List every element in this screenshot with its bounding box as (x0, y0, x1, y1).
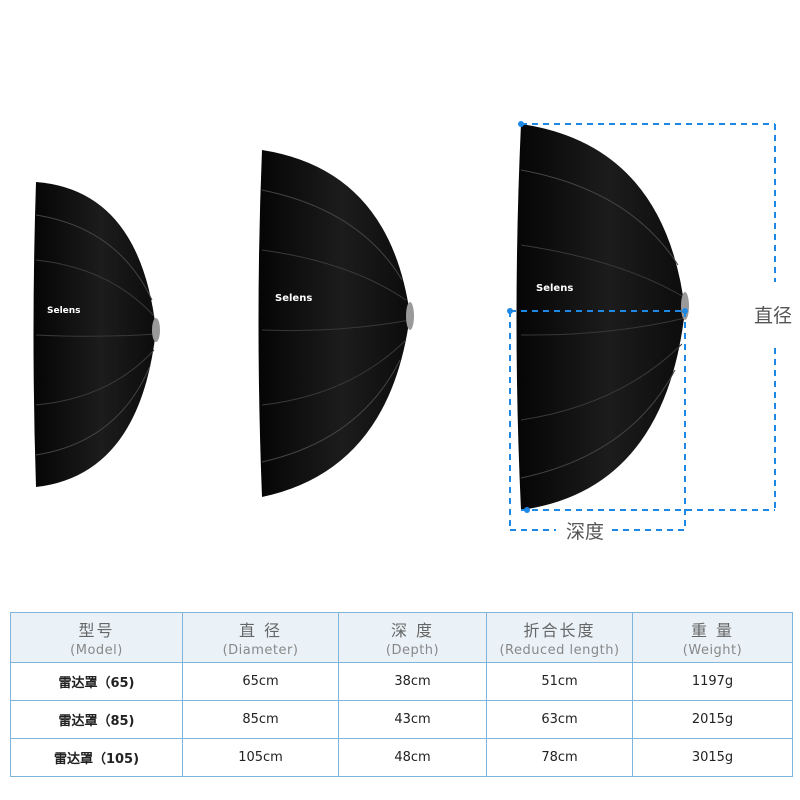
depth-label: 深度 (566, 521, 604, 543)
brand-logo-85: Selens (275, 293, 312, 304)
header-reduced-cn: 折合长度 (523, 621, 596, 640)
table-row: 雷达罩（85) 85cm 43cm 63cm 2015g (10, 700, 793, 739)
cell-weight: 3015g (632, 738, 793, 777)
softbox-65: Selens (33, 182, 160, 487)
softbox-illustration: Selens Selens Selens (33, 121, 792, 543)
spec-table: 型号 (Model) 直 径 (Diameter) 深 度 (Depth) 折合长度 (… (10, 612, 793, 777)
cell-model: 雷达罩（65) (10, 662, 183, 701)
guide-dots (507, 121, 688, 513)
cell-reduced-length: 51cm (486, 662, 633, 701)
cell-depth: 43cm (338, 700, 487, 739)
cell-depth: 38cm (338, 662, 487, 701)
cell-model: 雷达罩（85) (10, 700, 183, 739)
cell-reduced-length: 78cm (486, 738, 633, 777)
cell-weight: 2015g (632, 700, 793, 739)
header-depth-cn: 深 度 (390, 621, 435, 640)
brand-logo-65: Selens (47, 306, 81, 316)
header-weight: 重 量 (Weight) (632, 612, 793, 663)
header-model-cn: 型号 (78, 621, 115, 640)
header-depth: 深 度 (Depth) (338, 612, 487, 663)
cell-diameter: 105cm (182, 738, 339, 777)
cell-diameter: 65cm (182, 662, 339, 701)
header-model: 型号 (Model) (10, 612, 183, 663)
header-weight-en: (Weight) (682, 643, 743, 658)
cell-reduced-length: 63cm (486, 700, 633, 739)
header-depth-en: (Depth) (385, 643, 440, 658)
header-weight-cn: 重 量 (690, 621, 735, 640)
table-row: 雷达罩（65) 65cm 38cm 51cm 1197g (10, 662, 793, 701)
header-reduced-en: (Reduced length) (499, 643, 620, 658)
table-header-row: 型号 (Model) 直 径 (Diameter) 深 度 (Depth) 折合长度 (… (10, 612, 793, 663)
dimension-guides (509, 123, 776, 531)
softbox-105: Selens (516, 124, 689, 510)
cell-depth: 48cm (338, 738, 487, 777)
cell-diameter: 85cm (182, 700, 339, 739)
cell-model: 雷达罩（105) (10, 738, 183, 777)
header-diameter-cn: 直 径 (238, 621, 283, 640)
diameter-label: 直径 (754, 305, 792, 327)
header-reduced-length: 折合长度 (Reduced length) (486, 612, 633, 663)
brand-logo-105: Selens (536, 283, 573, 294)
header-diameter: 直 径 (Diameter) (182, 612, 339, 663)
softbox-85: Selens (258, 150, 414, 497)
header-model-en: (Model) (70, 643, 123, 658)
table-row: 雷达罩（105) 105cm 48cm 78cm 3015g (10, 738, 793, 777)
header-diameter-en: (Diameter) (222, 643, 299, 658)
cell-weight: 1197g (632, 662, 793, 701)
